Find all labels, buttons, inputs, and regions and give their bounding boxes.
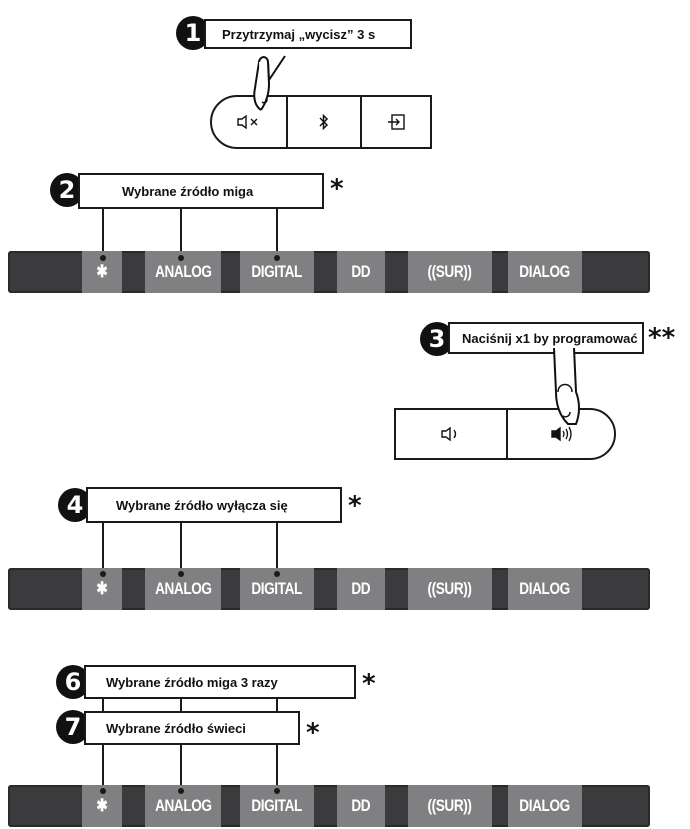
step-6-callout: Wybrane źródło miga 3 razy	[84, 665, 356, 699]
step-3-callout: Naciśnij x1 by programować	[448, 322, 644, 354]
dialog-indicator: DIALOG	[508, 251, 582, 293]
volume-down-button[interactable]	[396, 410, 506, 458]
remote-top-panel	[210, 95, 432, 149]
dolby-indicator: DD	[337, 785, 385, 827]
step-2-asterisk: *	[330, 174, 344, 204]
dolby-indicator: DD	[337, 251, 385, 293]
dialog-indicator: DIALOG	[508, 785, 582, 827]
input-icon	[388, 114, 405, 130]
bluetooth-icon	[319, 113, 329, 131]
step-2-callout: Wybrane źródło miga	[78, 173, 324, 209]
step-7-text: Wybrane źródło świeci	[106, 720, 246, 736]
dialog-indicator: DIALOG	[508, 568, 582, 610]
digital-indicator: DIGITAL	[240, 785, 314, 827]
step-6-asterisk: *	[362, 669, 376, 699]
step-6-text: Wybrane źródło miga 3 razy	[106, 674, 278, 690]
finger-1-icon	[253, 55, 286, 111]
finger-3-icon	[553, 347, 580, 425]
volume-up-button[interactable]	[508, 410, 616, 458]
step-3-asterisk: **	[648, 323, 676, 353]
indicator-bar-1: ✱ ANALOG DIGITAL DD ((SUR)) DIALOG	[8, 251, 650, 293]
mute-button[interactable]	[212, 97, 286, 147]
volume-down-icon	[441, 426, 457, 442]
step-7-callout: Wybrane źródło świeci	[84, 711, 300, 745]
indicator-bar-3: ✱ ANALOG DIGITAL DD ((SUR)) DIALOG	[8, 785, 650, 827]
step-2-text: Wybrane źródło miga	[122, 183, 254, 199]
dolby-indicator: DD	[337, 568, 385, 610]
input-button[interactable]	[362, 97, 432, 147]
step-4-text: Wybrane źródło wyłącza się	[116, 497, 288, 513]
bluetooth-button[interactable]	[288, 97, 360, 147]
surround-indicator: ((SUR))	[408, 568, 492, 610]
step-1-callout: Przytrzymaj „wycisz” 3 s	[204, 19, 412, 49]
step-3-text: Naciśnij x1 by programować	[462, 330, 638, 346]
indicator-bar-2: ✱ ANALOG DIGITAL DD ((SUR)) DIALOG	[8, 568, 650, 610]
volume-up-icon	[551, 426, 572, 442]
surround-indicator: ((SUR))	[408, 251, 492, 293]
step-1-text: Przytrzymaj „wycisz” 3 s	[222, 26, 376, 42]
mute-icon	[237, 114, 258, 130]
step-4-callout: Wybrane źródło wyłącza się	[86, 487, 342, 523]
digital-indicator: DIGITAL	[240, 251, 314, 293]
surround-indicator: ((SUR))	[408, 785, 492, 827]
step-7-asterisk: *	[306, 718, 320, 748]
step-4-asterisk: *	[348, 491, 362, 521]
